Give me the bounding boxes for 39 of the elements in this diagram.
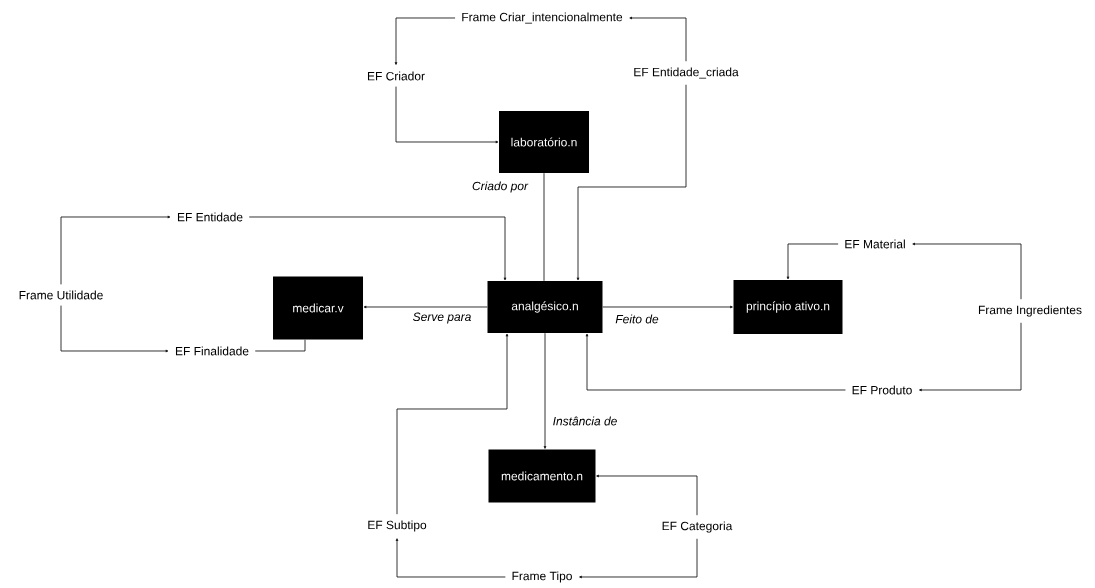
frame-label: Frame Criar_intencionalmente: [462, 12, 623, 24]
frame-label: EF Categoria: [662, 521, 733, 533]
concept-box: laboratório.n: [499, 111, 589, 173]
edge-label: Criado por: [471, 180, 529, 194]
frame-label: EF Entidade: [178, 212, 243, 222]
arrow: [596, 474, 698, 516]
concept-box: medicar.v: [273, 276, 363, 340]
concept-box: analgésico.n: [487, 281, 603, 333]
arrow: [629, 16, 687, 62]
arrow: [919, 322, 1022, 392]
frame-label: EF Entidade_criada: [634, 67, 739, 79]
arrow: [60, 305, 169, 353]
frame-label: EF Produto: [852, 385, 912, 395]
frame-label: EF Finalidade: [176, 346, 249, 356]
edge-label: Instância de: [551, 415, 619, 427]
arrow: [786, 243, 839, 280]
arrow: [60, 215, 171, 285]
frame-label: Frame Ingredientes: [978, 305, 1082, 317]
arrow: [395, 86, 499, 144]
edge-label: Serve para: [411, 311, 473, 325]
arrow: [394, 17, 456, 65]
frame-label: Frame Utilidade: [19, 290, 103, 300]
arrow: [585, 333, 846, 391]
arrow: [395, 538, 506, 578]
concept-box: medicamento.n: [488, 449, 596, 503]
edge-label: Feito de: [614, 313, 660, 325]
arrow: [579, 538, 698, 579]
concept-box: princípio ativo.n: [733, 280, 843, 334]
arrow: [543, 332, 547, 449]
frame-label: EF Criador: [368, 71, 425, 81]
arrow: [396, 333, 509, 515]
arrow: [363, 305, 488, 309]
arrow: [248, 216, 507, 281]
frame-label: EF Subtipo: [368, 520, 427, 532]
frame-label: Frame Tipo: [512, 571, 572, 583]
arrow: [576, 84, 687, 281]
arrow: [602, 305, 733, 309]
arrow: [912, 242, 1022, 300]
frame-label: EF Material: [845, 239, 905, 249]
